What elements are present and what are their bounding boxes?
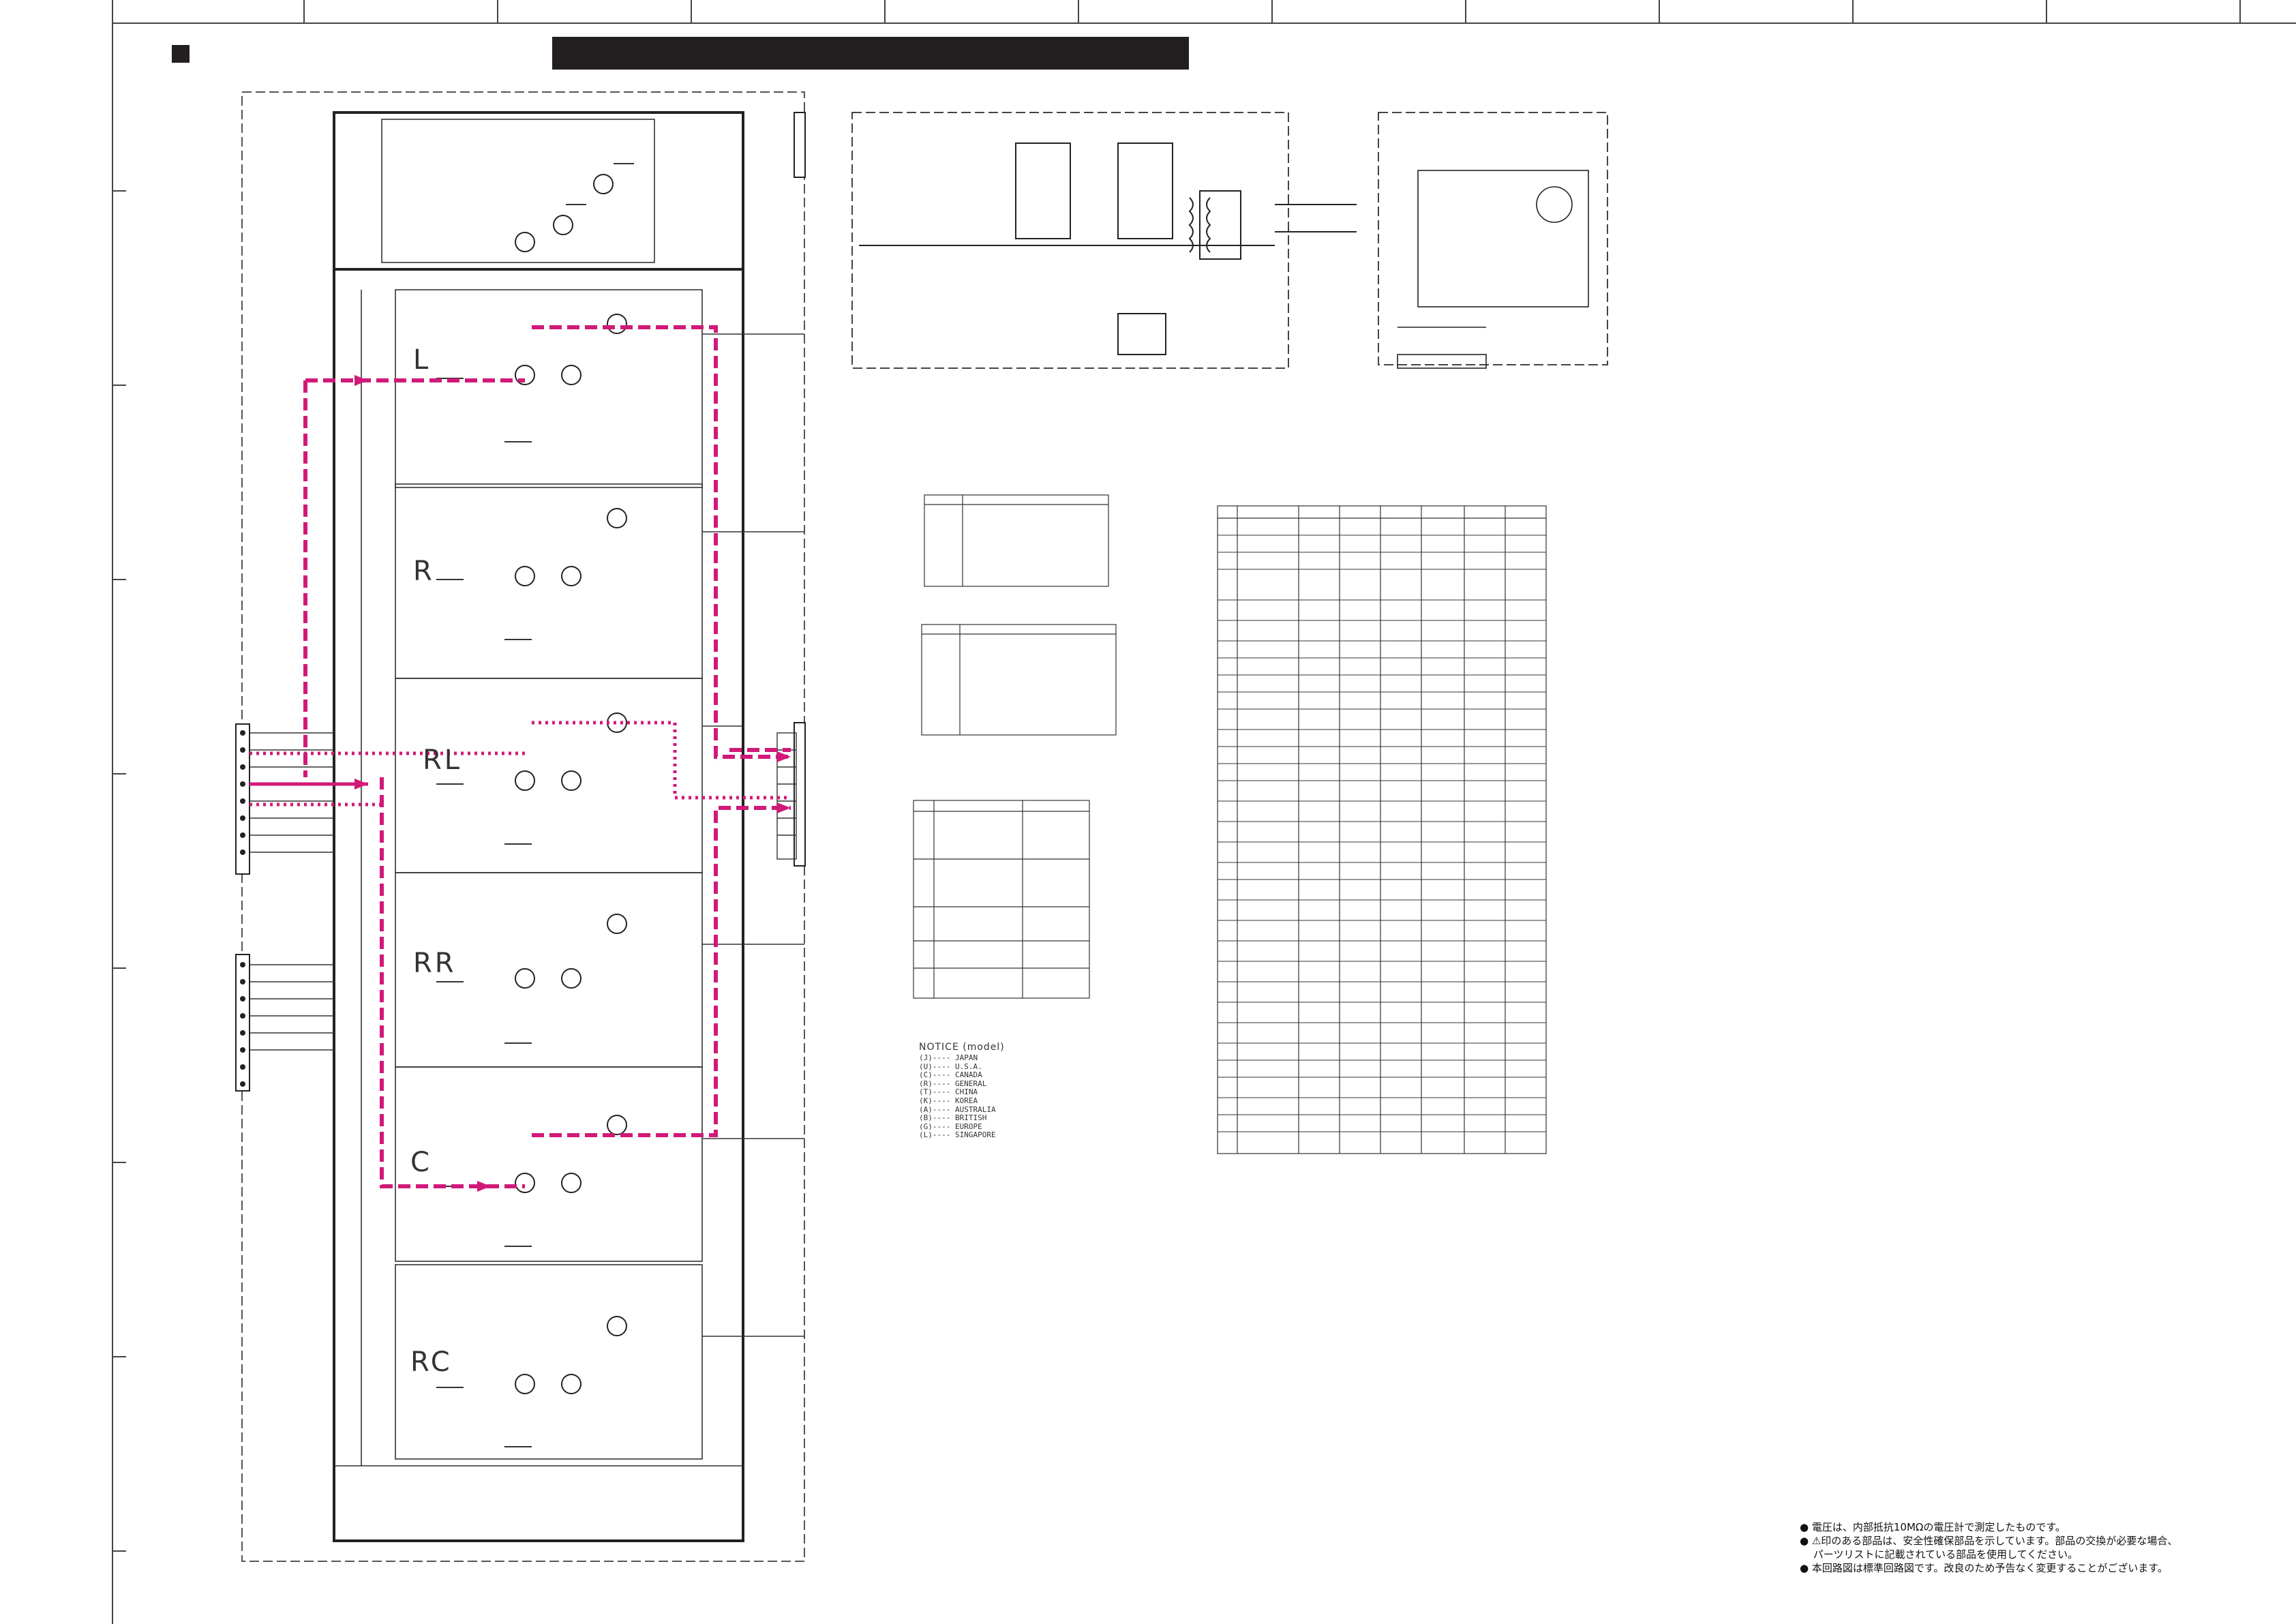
- notice-entry: (B)---- BRITISH: [919, 1113, 987, 1123]
- notice-entry: (R)---- GENERAL: [919, 1079, 987, 1088]
- section-label-rc: RC: [410, 1347, 453, 1378]
- interchangeable-parts-table: [913, 800, 1090, 999]
- footer-note: パーツリストに記載されている部品を使用してください。: [1800, 1548, 2079, 1561]
- footer-notes: ● 電圧は、内部抵抗10MΩの電圧計で測定したものです。 ● ⚠印のある部品は、…: [1800, 1520, 2177, 1575]
- power-switch-outline: [1378, 112, 1608, 365]
- notice-entry: (T)---- CHINA: [919, 1087, 978, 1097]
- title-bar: [552, 37, 1189, 70]
- section-label-c: C: [410, 1147, 432, 1178]
- stage-output-wires: [334, 290, 804, 1467]
- power-supply-outline: [851, 112, 1289, 369]
- amp-stage-boxes: [381, 119, 703, 1460]
- section-label-l: L: [413, 344, 432, 376]
- notice-entry: (U)---- U.S.A.: [919, 1062, 982, 1071]
- capacitor-legend-table: [921, 624, 1117, 736]
- notice-entry: (C)---- CANADA: [919, 1070, 982, 1080]
- frame-top-ticks: [303, 0, 2241, 23]
- power-supply-wiring: [859, 142, 1357, 355]
- notice-entry: (G)---- EUROPE: [919, 1122, 982, 1131]
- frame-left-ticks: [112, 190, 126, 1552]
- notice-entry: (L)---- SINGAPORE: [919, 1130, 996, 1140]
- left-connector-pins: [240, 730, 245, 1087]
- transistor-symbols: [515, 174, 627, 1394]
- signal-path-dotted: [250, 721, 791, 807]
- left-connector-leads: [250, 732, 334, 1051]
- section-label-r: R: [413, 556, 435, 587]
- notice-entry: (J)---- JAPAN: [919, 1053, 978, 1062]
- model-variation-table: [1217, 505, 1547, 1154]
- notice-block: NOTICE (model) (J)---- JAPAN (U)---- U.S…: [919, 1042, 1005, 1140]
- signal-path-dashed: [303, 325, 791, 1188]
- transformer-symbol: [1188, 197, 1211, 253]
- resistor-legend-table: [924, 494, 1109, 587]
- main-pcb-bus: [333, 111, 744, 1542]
- footer-note: ● 電圧は、内部抵抗10MΩの電圧計で測定したものです。: [1800, 1521, 2066, 1533]
- section-label-rr: RR: [413, 948, 457, 979]
- signal-arrows: [354, 375, 791, 1192]
- right-connectors: [794, 112, 806, 867]
- footer-note: ● ⚠印のある部品は、安全性確保部品を示しています。部品の交換が必要な場合、: [1800, 1535, 2178, 1547]
- section-label-rl: RL: [423, 745, 463, 776]
- corner-marker: [172, 45, 190, 63]
- notice-entry: (K)---- KOREA: [919, 1096, 978, 1105]
- notice-entry: (A)---- AUSTRALIA: [919, 1104, 996, 1114]
- model-variation-rows: [1218, 535, 1546, 1132]
- page-frame: [112, 0, 2296, 1624]
- power-switch-wiring: [1397, 170, 1589, 369]
- main-pcb-outline: [241, 91, 805, 1562]
- component-ticks: [436, 163, 634, 1447]
- footer-note: ● 本回路図は標準回路図です。改良のため予告なく変更することがございます。: [1800, 1562, 2168, 1574]
- notice-title: NOTICE (model): [919, 1042, 1005, 1053]
